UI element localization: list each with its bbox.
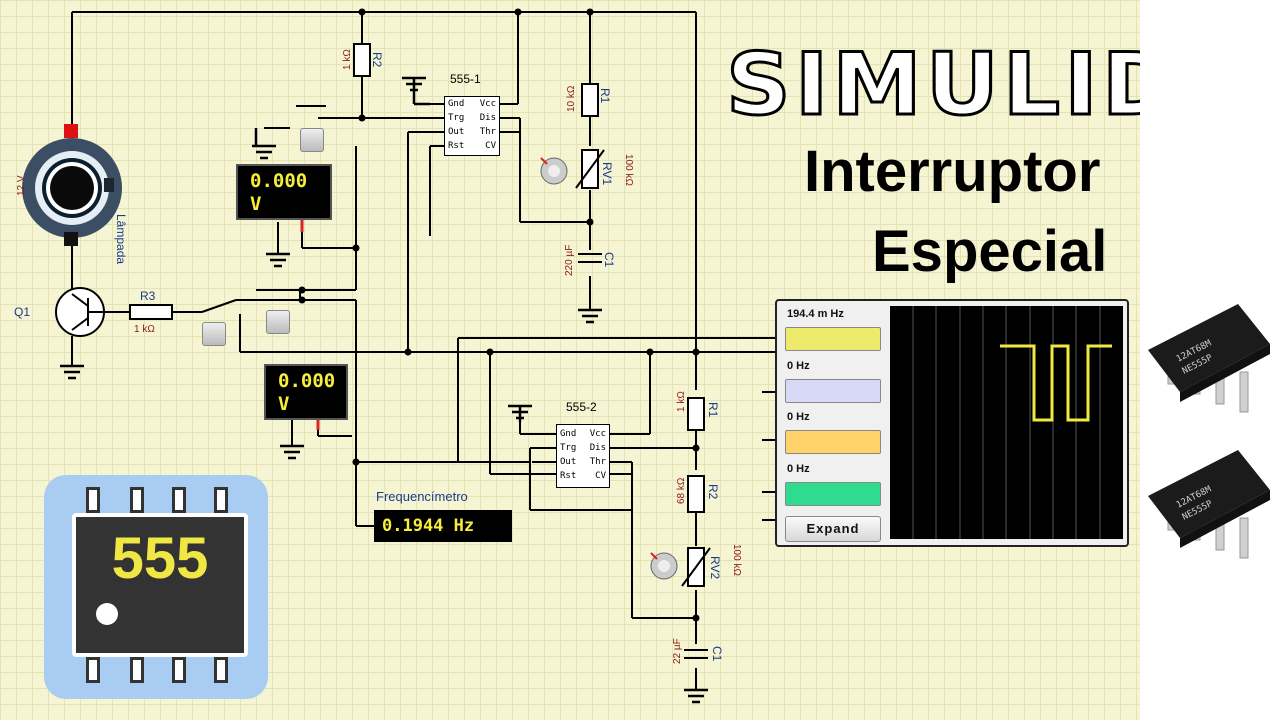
lower-rv2-value: 100 kΩ bbox=[731, 544, 742, 576]
rv1-knob-icon bbox=[540, 157, 568, 185]
timer1-label: 555-1 bbox=[450, 72, 481, 86]
push-button-left[interactable] bbox=[202, 322, 226, 346]
r3-label: R3 bbox=[140, 289, 156, 303]
timer2-pin-trg: Trg bbox=[560, 443, 577, 453]
timer1-pin-rst: Rst bbox=[448, 141, 465, 151]
chip-photo-bottom: 12AT68M NE555P bbox=[1148, 450, 1270, 559]
lower-rv2-label: RV2 bbox=[708, 556, 722, 580]
voltmeter-bottom: 0.000 V bbox=[264, 364, 348, 420]
scope-ch4-freq: 0 Hz bbox=[787, 463, 810, 475]
upper-rv1-value: 100 kΩ bbox=[623, 154, 634, 186]
timer2-pin-rst: Rst bbox=[560, 471, 577, 481]
scope-ch2-freq: 0 Hz bbox=[787, 360, 810, 372]
scope-screen bbox=[890, 306, 1123, 539]
timer2-pin-thr: Thr bbox=[589, 457, 606, 467]
lower-c1-label: C1 bbox=[710, 646, 724, 662]
timer1-chip[interactable]: Gnd Trg Out Rst Vcc Dis Thr CV bbox=[444, 96, 500, 156]
oscilloscope[interactable]: 194.4 m Hz 0 Hz 0 Hz 0 Hz Expand bbox=[775, 299, 1129, 547]
frequency-meter-display: 0.1944 Hz bbox=[374, 510, 512, 542]
timer1-pin-dis: Dis bbox=[479, 113, 496, 123]
lamp-voltage: 12 V bbox=[16, 175, 27, 196]
chip-photo-top: 12AT68M NE555P bbox=[1148, 304, 1270, 413]
scope-ch2-bar[interactable] bbox=[785, 379, 881, 403]
chip-icon-label: 555 bbox=[111, 526, 209, 591]
scope-ch1-freq: 194.4 m Hz bbox=[787, 308, 844, 320]
scope-ch1-bar[interactable] bbox=[785, 327, 881, 351]
timer2-pin-gnd: Gnd bbox=[560, 429, 577, 439]
r2-top-value: 1 kΩ bbox=[342, 49, 353, 70]
upper-rv1-label: RV1 bbox=[600, 162, 614, 186]
schematic-canvas[interactable]: 0.000 V 0.000 V Frequencímetro 0.1944 Hz… bbox=[0, 0, 1140, 720]
title-line1: Interruptor bbox=[804, 139, 1101, 204]
voltmeter-bottom-unit: V bbox=[278, 393, 290, 415]
timer1-pin-trg: Trg bbox=[448, 113, 465, 123]
scope-expand-button[interactable]: Expand bbox=[785, 516, 881, 542]
timer2-pin-dis: Dis bbox=[589, 443, 606, 453]
voltmeter-top: 0.000 V bbox=[236, 164, 332, 220]
upper-c1-value: 220 µF bbox=[564, 244, 575, 276]
voltmeter-bottom-value: 0.000 bbox=[278, 370, 336, 392]
timer1-pin-cv: CV bbox=[485, 141, 496, 151]
scope-ch3-bar[interactable] bbox=[785, 430, 881, 454]
lower-r2-value: 68 kΩ bbox=[676, 477, 687, 504]
wiring bbox=[22, 8, 776, 704]
frequency-meter-label: Frequencímetro bbox=[376, 489, 468, 504]
timer2-pin-vcc: Vcc bbox=[589, 429, 606, 439]
scope-ch4-bar[interactable] bbox=[785, 482, 881, 506]
title-line2: Especial bbox=[872, 219, 1108, 284]
timer1-pin-thr: Thr bbox=[479, 127, 496, 137]
lower-c1-value: 22 µF bbox=[672, 638, 683, 664]
timer2-pin-out: Out bbox=[560, 457, 577, 467]
r3-value: 1 kΩ bbox=[134, 324, 155, 335]
upper-r1-value: 10 kΩ bbox=[566, 85, 577, 112]
timer2-chip[interactable]: Gnd Trg Out Rst Vcc Dis Thr CV bbox=[556, 424, 610, 488]
scope-trace bbox=[912, 306, 1112, 539]
voltmeter-top-unit: V bbox=[250, 193, 262, 215]
lower-r1-label: R1 bbox=[706, 402, 720, 418]
rv2-knob-icon bbox=[650, 552, 678, 580]
timer2-label: 555-2 bbox=[566, 400, 597, 414]
transistor-icon bbox=[55, 287, 105, 337]
lamp-icon bbox=[22, 124, 122, 246]
timer1-pin-vcc: Vcc bbox=[479, 99, 496, 109]
upper-c1-label: C1 bbox=[602, 252, 616, 268]
push-button-right[interactable] bbox=[266, 310, 290, 334]
push-button-top[interactable] bbox=[300, 128, 324, 152]
voltmeter-top-value: 0.000 bbox=[250, 170, 308, 192]
chip-555-icon: 555 bbox=[44, 475, 268, 699]
scope-ch3-freq: 0 Hz bbox=[787, 411, 810, 423]
timer1-pin-gnd: Gnd bbox=[448, 99, 465, 109]
lower-r1-value: 1 kΩ bbox=[676, 391, 687, 412]
chip-photos: 12AT68M NE555P 12AT68M NE555P bbox=[1148, 304, 1270, 559]
transistor-label: Q1 bbox=[14, 305, 31, 319]
lower-r2-label: R2 bbox=[706, 484, 720, 500]
upper-r1-label: R1 bbox=[598, 88, 612, 104]
timer1-pin-out: Out bbox=[448, 127, 465, 137]
lamp-label: Lâmpada bbox=[114, 214, 128, 265]
timer2-pin-cv: CV bbox=[595, 471, 606, 481]
r2-top-label: R2 bbox=[370, 52, 384, 68]
